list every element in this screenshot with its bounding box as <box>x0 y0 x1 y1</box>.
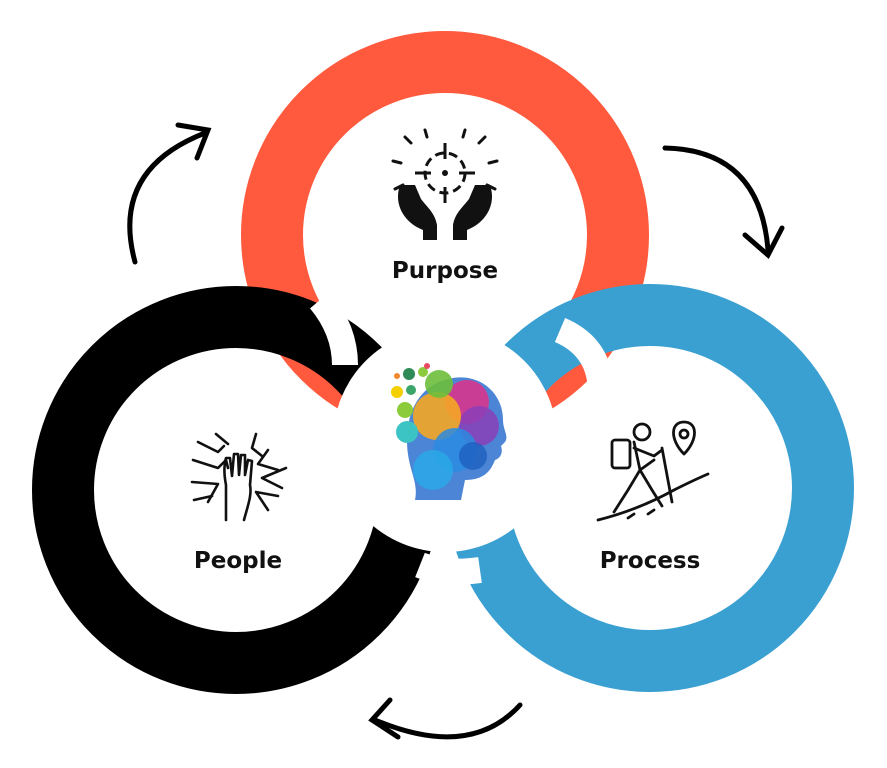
hands-target-icon <box>391 128 499 240</box>
curved-arrow-icon <box>127 122 212 265</box>
purpose-label: Purpose <box>392 258 498 284</box>
curved-arrow-icon <box>662 145 785 259</box>
stacked-hands-icon <box>190 432 288 522</box>
curved-arrow-icon <box>368 697 523 740</box>
hiker-map-pin-icon <box>596 420 710 522</box>
people-label: People <box>194 548 282 574</box>
colorful-head-icon <box>391 363 507 500</box>
process-label: Process <box>600 548 701 574</box>
